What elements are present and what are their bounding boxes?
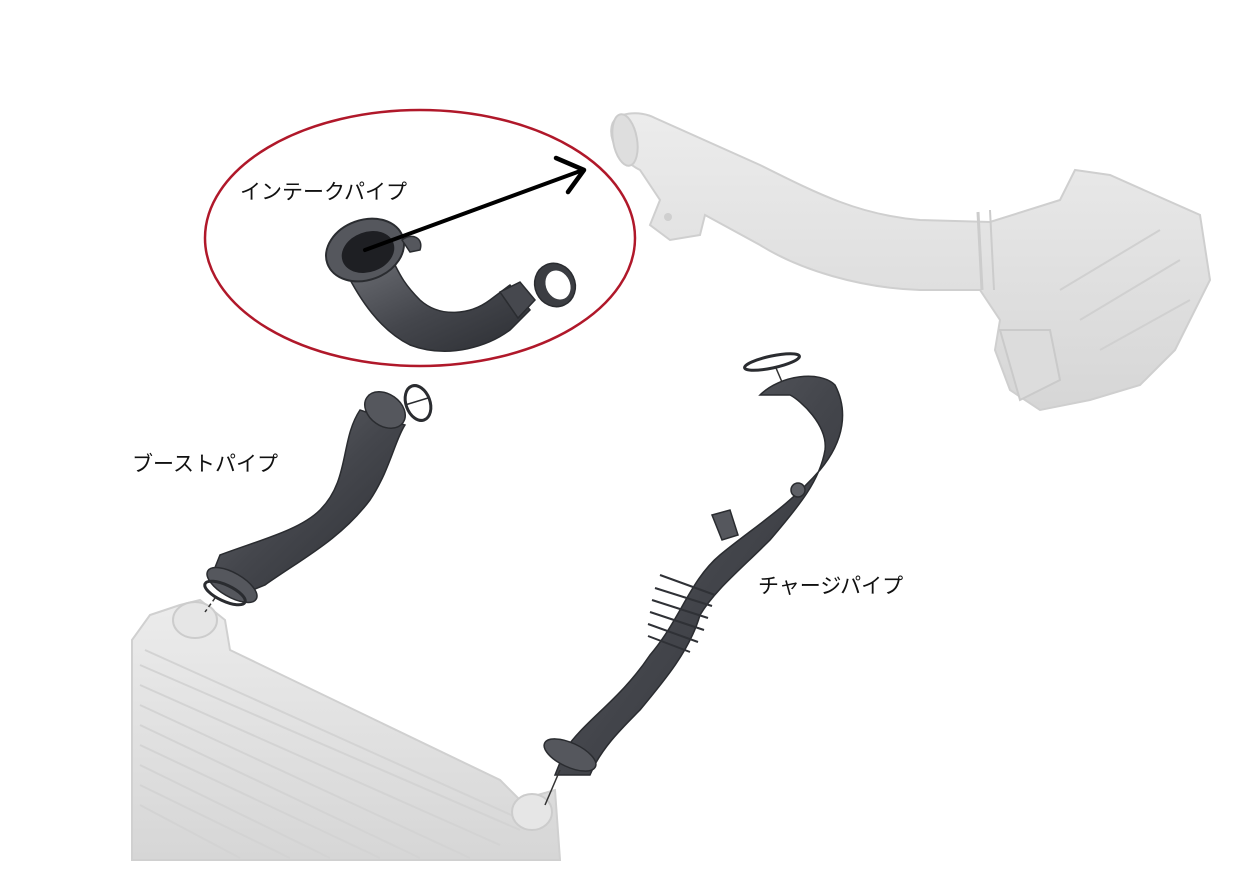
highlight-ellipse [203,108,637,368]
arrow [363,155,587,252]
charge-pipe [543,352,844,806]
intercooler [131,598,562,861]
boost-pipe [203,384,433,613]
air-duct-filter-housing [610,112,1212,412]
intake-pipe [325,217,577,352]
label-intake-pipe: インテークパイプ [240,180,407,204]
label-charge-pipe: チャージパイプ [758,574,904,598]
label-boost-pipe: ブーストパイプ [132,452,278,476]
